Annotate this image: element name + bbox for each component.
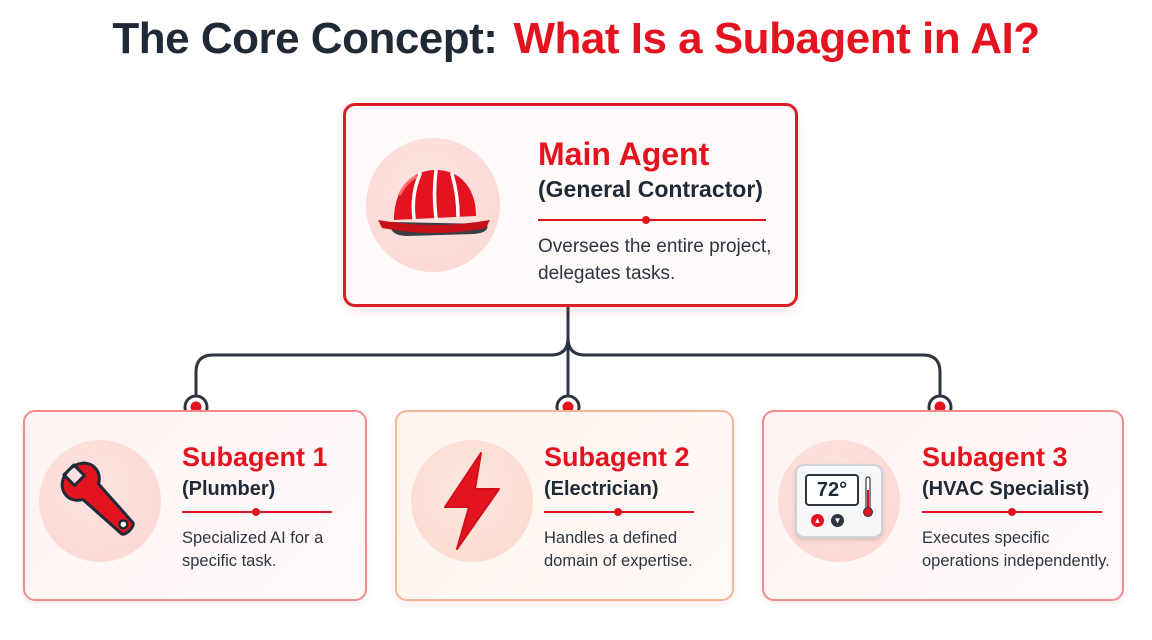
subagent-2-description: Handles a defined domain of expertise.: [544, 529, 693, 571]
title-part-2: What Is a Subagent in AI?: [513, 14, 1040, 63]
main-agent-divider: [538, 216, 766, 224]
chevron-up-icon: ▲: [811, 514, 824, 527]
subagent-3-divider: [922, 508, 1102, 516]
connector-branch-left: [194, 336, 570, 400]
subagent-2-role: (Electrician): [544, 478, 659, 500]
thermometer-icon: [863, 476, 873, 517]
subagent-3-role: (HVAC Specialist): [922, 478, 1090, 500]
subagent-1-card: Subagent 1 (Plumber) Specialized AI for …: [23, 410, 367, 601]
wrench-icon: [60, 461, 135, 536]
subagent-2-heading: Subagent 2: [544, 442, 690, 472]
main-agent-icon-circle: [366, 138, 500, 272]
lightning-bolt-icon: [444, 452, 500, 550]
chevron-down-icon: ▼: [831, 514, 844, 527]
subagent-3-icon-circle: 72° ▲ ▼: [778, 440, 900, 562]
subagent-2-icon-circle: [411, 440, 533, 562]
subagent-1-icon-circle: [39, 440, 161, 562]
subagent-1-description: Specialized AI for a specific task.: [182, 529, 324, 571]
main-agent-heading: Main Agent: [538, 136, 710, 172]
page-title: The Core Concept: What Is a Subagent in A…: [0, 14, 1152, 64]
subagent-3-card: 72° ▲ ▼ Subagent 3 (HVAC Specialist) Exe…: [762, 410, 1124, 601]
subagent-3-description: Executes specific operations independent…: [922, 529, 1110, 571]
subagent-2-divider: [544, 508, 694, 516]
subagent-2-card: Subagent 2 (Electrician) Handles a defin…: [395, 410, 734, 601]
title-part-1: The Core Concept:: [112, 14, 498, 63]
subagent-1-role: (Plumber): [182, 478, 276, 500]
subagent-1-divider: [182, 508, 332, 516]
main-agent-card: Main Agent (General Contractor) Oversees…: [343, 103, 798, 307]
thermostat-icon: 72° ▲ ▼: [795, 464, 883, 538]
main-agent-description: Oversees the entire project, delegates t…: [538, 236, 772, 284]
hard-hat-icon: [378, 169, 490, 236]
connector-branch-right: [566, 336, 942, 400]
subagent-1-heading: Subagent 1: [182, 442, 328, 472]
subagent-3-heading: Subagent 3: [922, 442, 1068, 472]
thermostat-reading: 72°: [805, 474, 859, 506]
main-agent-role: (General Contractor): [538, 176, 763, 202]
